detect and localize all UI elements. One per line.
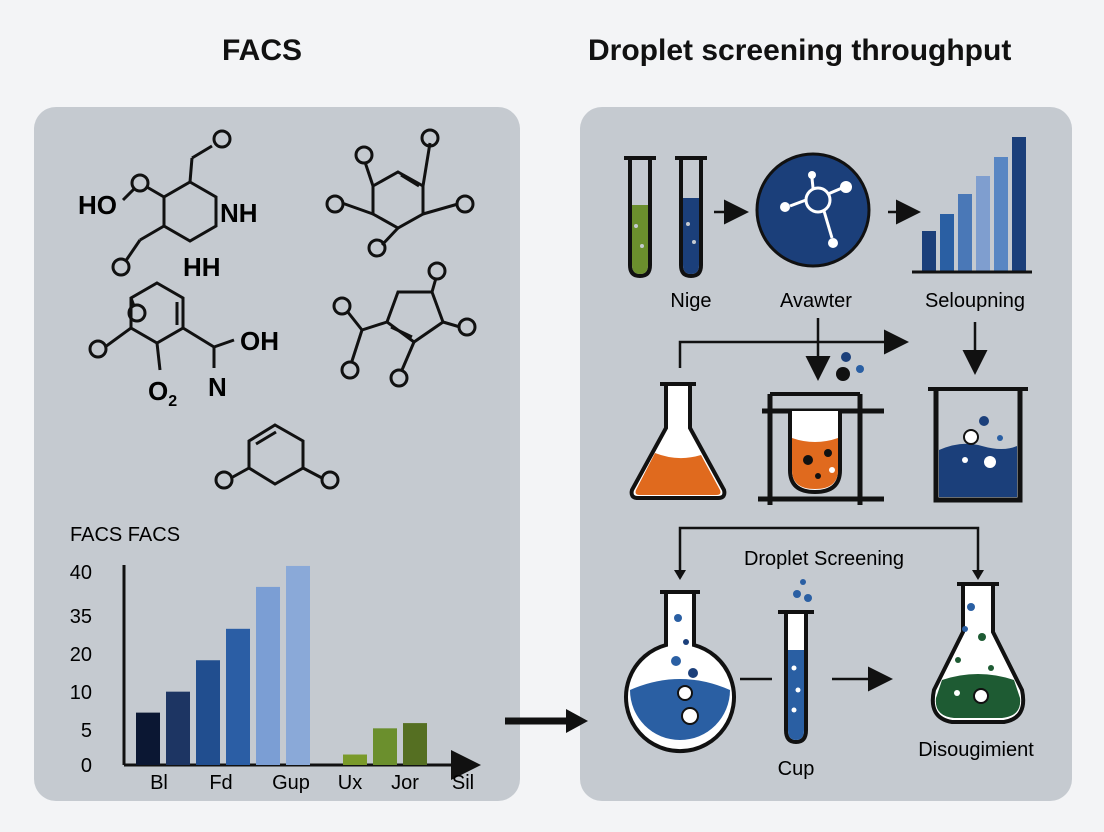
mini-bar-chart [912,137,1032,274]
bar [373,728,397,765]
x-tick-label: Fd [209,772,232,794]
bar [226,628,250,765]
molecule-5 [214,423,340,490]
x-tick-label: Bl [150,772,168,794]
y-tick-label: 40 [70,562,92,584]
test-tube-blue [675,156,707,279]
test-tube-cup [778,579,814,745]
bar [166,691,190,765]
droplet-title: Droplet screening throughput [588,34,1012,67]
bar [136,712,160,765]
molecule-4 [332,261,477,388]
m1-hh-label: HH [183,252,221,282]
m3-oh-label: OH [240,326,279,356]
erlenmeyer-flask-orange [629,382,727,500]
connector-bottom [678,526,980,578]
x-tick-label: Sil [452,772,474,794]
m3-o2-label: O2 [148,376,177,410]
label-droplet-screening: Droplet Screening [744,548,904,570]
x-tick-label: Gup [272,772,310,794]
y-tick-label: 10 [70,682,92,704]
molecule-1 [111,129,232,277]
reactor-bath-orange [758,352,884,505]
connector-bottom-head-right [972,570,984,580]
label-nige: Nige [670,290,711,312]
test-tube-green [624,156,656,279]
facs-bar-chart: FACS FACS 0 5 10 20 35 40 Bl Fd Gup Ux Jor Sil [70,524,481,794]
label-avawter: Avawter [780,290,852,312]
y-tick-label: 35 [70,606,92,628]
y-tick-label: 5 [81,720,92,742]
bar [256,586,280,765]
y-tick-label: 0 [81,755,92,777]
bar [196,660,220,765]
m1-ho-label: HO [78,190,117,220]
left-panel [34,107,520,801]
beaker-blue [928,387,1028,503]
bar [286,565,310,765]
panel-arrow-head [566,709,588,733]
erlenmeyer-flask-green [930,582,1026,724]
bar [403,723,427,765]
reactor-circle [755,152,871,268]
y-tick-label: 20 [70,644,92,666]
label-disougimient: Disougimient [918,739,1034,761]
m1-nh-label: NH [220,198,258,228]
chart-title: FACS FACS [70,524,180,546]
facs-title: FACS [222,34,303,67]
molecule-3 [88,281,235,371]
molecule-2 [325,128,475,258]
round-flask-blue [624,590,736,754]
label-cup: Cup [778,758,815,780]
x-tick-label: Ux [338,772,362,794]
connector-bottom-head-left [674,570,686,580]
x-tick-label: Jor [391,772,419,794]
label-seloupning: Seloupning [925,290,1025,312]
m3-n-label: N [208,372,227,402]
connector-top [678,329,909,368]
bar [343,754,367,765]
